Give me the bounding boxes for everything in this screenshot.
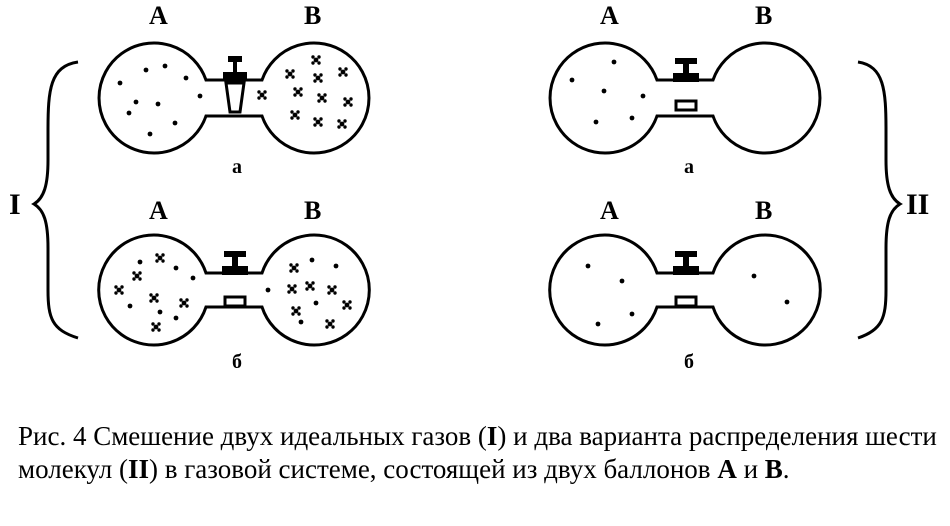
caption-prefix: Рис. 4 Смешение двух идеальных газов (: [18, 421, 487, 451]
caption-B: В: [764, 454, 783, 484]
label-B: В: [304, 1, 321, 30]
vessel-outline: [548, 41, 822, 155]
gas-A-molecules: [117, 63, 203, 137]
valve-closed: [222, 251, 248, 308]
caption-and: и: [736, 454, 765, 484]
label-A: А: [149, 1, 168, 30]
figure-caption: Рис. 4 Смешение двух идеальных газов (I)…: [18, 420, 938, 486]
valve-closed: [673, 58, 699, 112]
left-brace: [31, 60, 79, 340]
system-II-b: А В б: [548, 196, 822, 373]
label-A: А: [600, 1, 619, 30]
group-label-I: I: [9, 188, 21, 221]
caption-mid2: ) в газовой системе, состоящей из двух б…: [148, 454, 718, 484]
system-I-a: А В а: [97, 1, 371, 178]
caption-II: II: [127, 454, 149, 484]
vessel-outline: [548, 233, 822, 347]
figure: I II А В а А В: [9, 1, 929, 373]
label-B: В: [755, 1, 772, 30]
caption-A: А: [717, 454, 737, 484]
caption-I: I: [486, 421, 498, 451]
label-A: А: [600, 196, 619, 225]
valve-open: [223, 56, 247, 114]
system-II-a: А В а: [548, 1, 822, 178]
system-I-b: А В б: [97, 196, 371, 373]
sub-label: б: [232, 351, 242, 373]
sub-label: а: [684, 156, 694, 178]
group-label-II: II: [906, 188, 929, 221]
molecules: [569, 59, 646, 125]
valve-closed: [673, 251, 699, 308]
label-B: В: [304, 196, 321, 225]
vessel-outline: [97, 41, 371, 155]
gas-B-molecules: [257, 55, 353, 129]
vessel-outline: [97, 233, 371, 347]
label-B: В: [755, 196, 772, 225]
label-A: А: [149, 196, 168, 225]
sub-label: а: [232, 156, 242, 178]
sub-label: б: [684, 351, 694, 373]
caption-end: .: [782, 454, 790, 484]
caption-mid1: ) и два варианта распределения шести мол…: [18, 421, 937, 484]
right-brace: [857, 60, 903, 340]
